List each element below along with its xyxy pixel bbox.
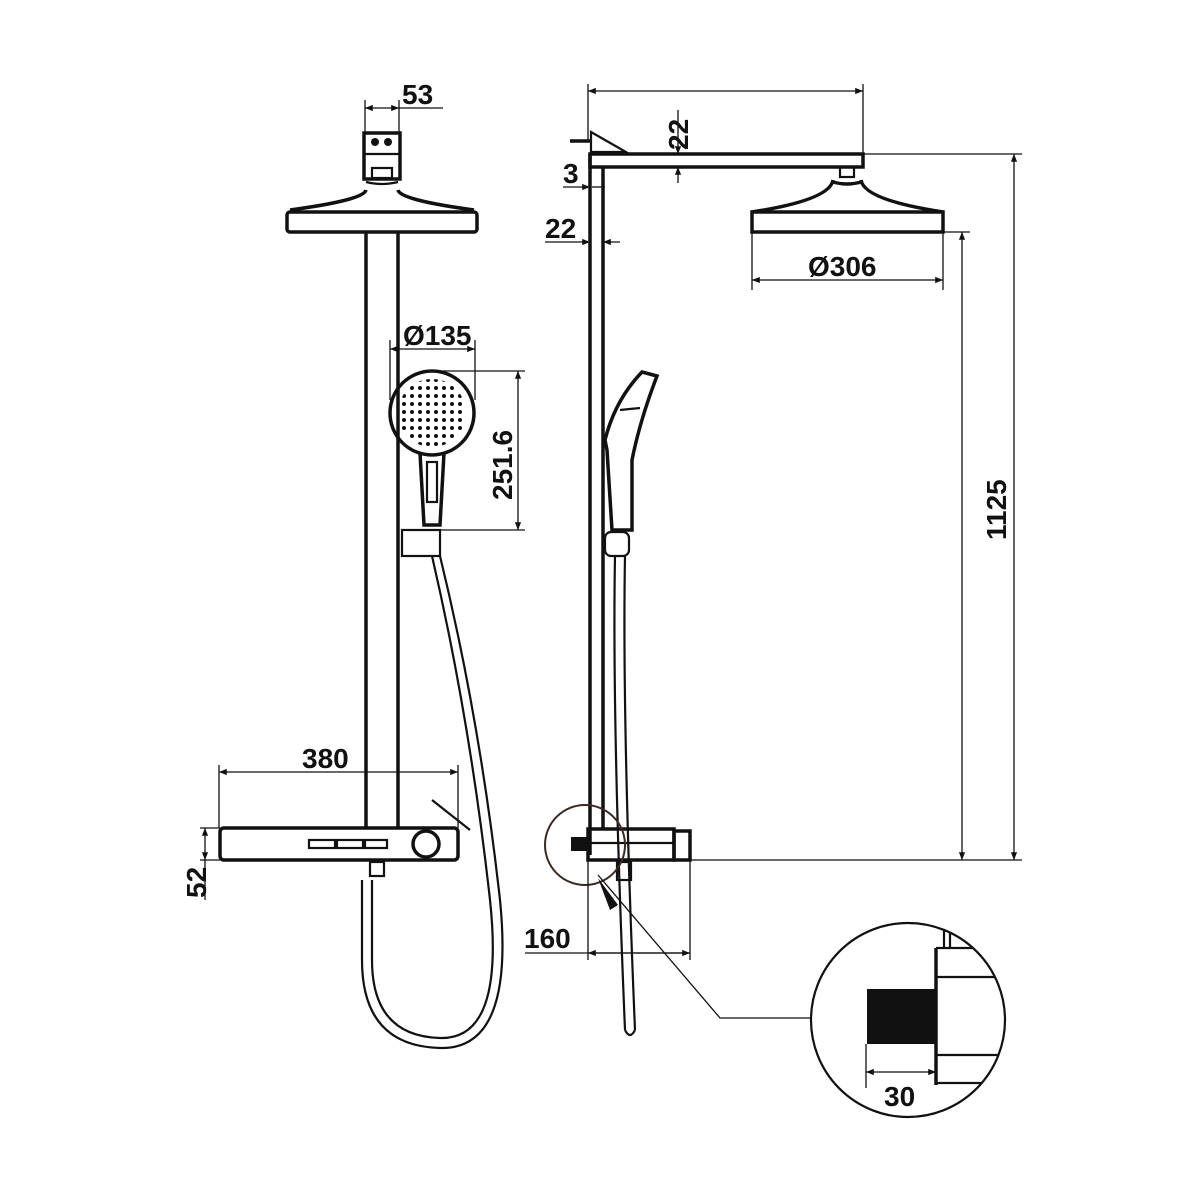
dim-label-380: 380 [302,743,349,774]
dim-label-22-arm: 22 [663,119,694,150]
dim-label-diameter-306: Ø306 [808,251,877,282]
dim-label-53: 53 [402,79,433,110]
dim-label-160: 160 [524,923,571,954]
dim-label-3: 3 [563,158,579,189]
dimension-22-arm: 22 [663,110,694,183]
ceiling-connector [289,131,475,212]
detail-leader-line [597,874,812,1019]
dimension-251-6: 251.6 [432,370,525,531]
dimension-30: 30 [865,1044,936,1112]
dim-label-22-pipe: 22 [545,213,576,244]
threaded-inlet [867,989,937,1044]
shower-arm [570,130,865,855]
dimension-380: 380 [218,743,459,828]
dimension-3: 3 [563,158,605,191]
front-view: 53 Ø135 [181,79,525,1050]
dim-label-30: 30 [884,1081,915,1112]
dimension-arm-length [587,84,864,155]
dimension-160: 160 [524,860,691,960]
shower-hose-front [360,555,504,1050]
rain-shower-head-side [750,165,945,234]
hand-shower-side [603,370,660,1037]
dim-label-251-6: 251.6 [487,430,518,500]
thermostat-shelf-front [218,799,471,878]
dim-label-1125: 1125 [981,479,1012,540]
dimension-diameter-135: Ø135 [389,320,476,400]
hand-shower-front [388,369,476,558]
dimension-52: 52 [181,827,220,900]
riser-pipe [364,232,400,828]
dimension-1125: 1125 [690,153,1022,861]
dimension-diameter-306: Ø306 [751,232,944,290]
dimension-53: 53 [364,79,443,132]
thermostat-knob-icon [411,829,441,859]
dim-label-52: 52 [181,867,212,898]
detail-view: 30 [809,921,1007,1119]
detail-marker-circle [544,804,626,886]
dimension-head-height [943,231,970,860]
dimension-22-pipe: 22 [545,213,620,246]
rain-shower-head-front [285,210,479,234]
side-view: 22 3 22 Ø306 [524,84,1022,1037]
thermostat-side [571,827,692,882]
dim-label-diameter-135: Ø135 [403,320,472,351]
